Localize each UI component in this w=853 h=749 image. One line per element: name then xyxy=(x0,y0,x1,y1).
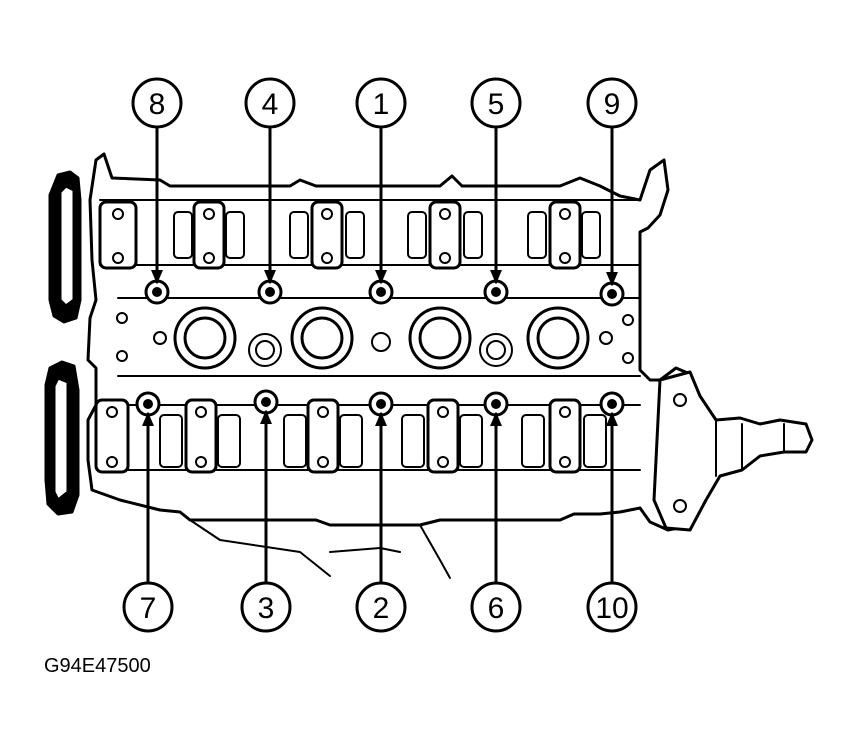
callout-bolt-10: 10 xyxy=(586,412,638,633)
bolt-10-head xyxy=(599,391,625,417)
callout-label-2: 2 xyxy=(373,592,390,625)
callout-bolt-7: 7 xyxy=(122,412,174,633)
figure-code: G94E47500 xyxy=(44,655,151,677)
lower-camshaft-sprocket xyxy=(44,360,80,516)
bolt-6-head xyxy=(483,391,509,417)
bolt-4-head xyxy=(257,279,283,305)
callout-bolt-9: 9 xyxy=(586,77,638,286)
bolt-8-head xyxy=(144,279,170,305)
head-bolts xyxy=(135,279,625,417)
callout-label-3: 3 xyxy=(258,592,275,625)
callout-bolt-4: 4 xyxy=(244,77,296,284)
upper-camshaft-sprocket xyxy=(48,170,82,324)
callout-bolt-8: 8 xyxy=(131,77,183,284)
distributor-housing xyxy=(652,370,814,532)
callout-label-10: 10 xyxy=(595,592,628,625)
lower-cam-lobes xyxy=(159,414,607,468)
bolt-9-head xyxy=(599,281,625,307)
callout-bolt-1: 1 xyxy=(355,77,407,284)
bolt-2-head xyxy=(368,391,394,417)
lower-bearing-caps xyxy=(94,398,582,474)
bolt-5-head xyxy=(483,279,509,305)
spark-plug-wells xyxy=(116,306,634,370)
callout-bolt-2: 2 xyxy=(355,412,407,633)
upper-bearing-caps xyxy=(98,200,582,270)
callout-label-8: 8 xyxy=(149,88,166,121)
callout-bolt-6: 6 xyxy=(470,412,522,633)
cylinder-head-illustration xyxy=(44,152,814,579)
callout-label-4: 4 xyxy=(262,88,279,121)
bolt-7-head xyxy=(135,391,161,417)
callout-bolt-3: 3 xyxy=(240,410,292,633)
upper-cam-lobes xyxy=(173,211,601,259)
callout-label-5: 5 xyxy=(488,88,505,121)
callout-label-7: 7 xyxy=(140,592,157,625)
callout-label-9: 9 xyxy=(604,88,621,121)
callout-label-1: 1 xyxy=(373,88,390,121)
bolt-1-head xyxy=(368,279,394,305)
callout-label-6: 6 xyxy=(488,592,505,625)
callout-bolt-5: 5 xyxy=(470,77,522,284)
bolt-3-head xyxy=(253,389,279,415)
